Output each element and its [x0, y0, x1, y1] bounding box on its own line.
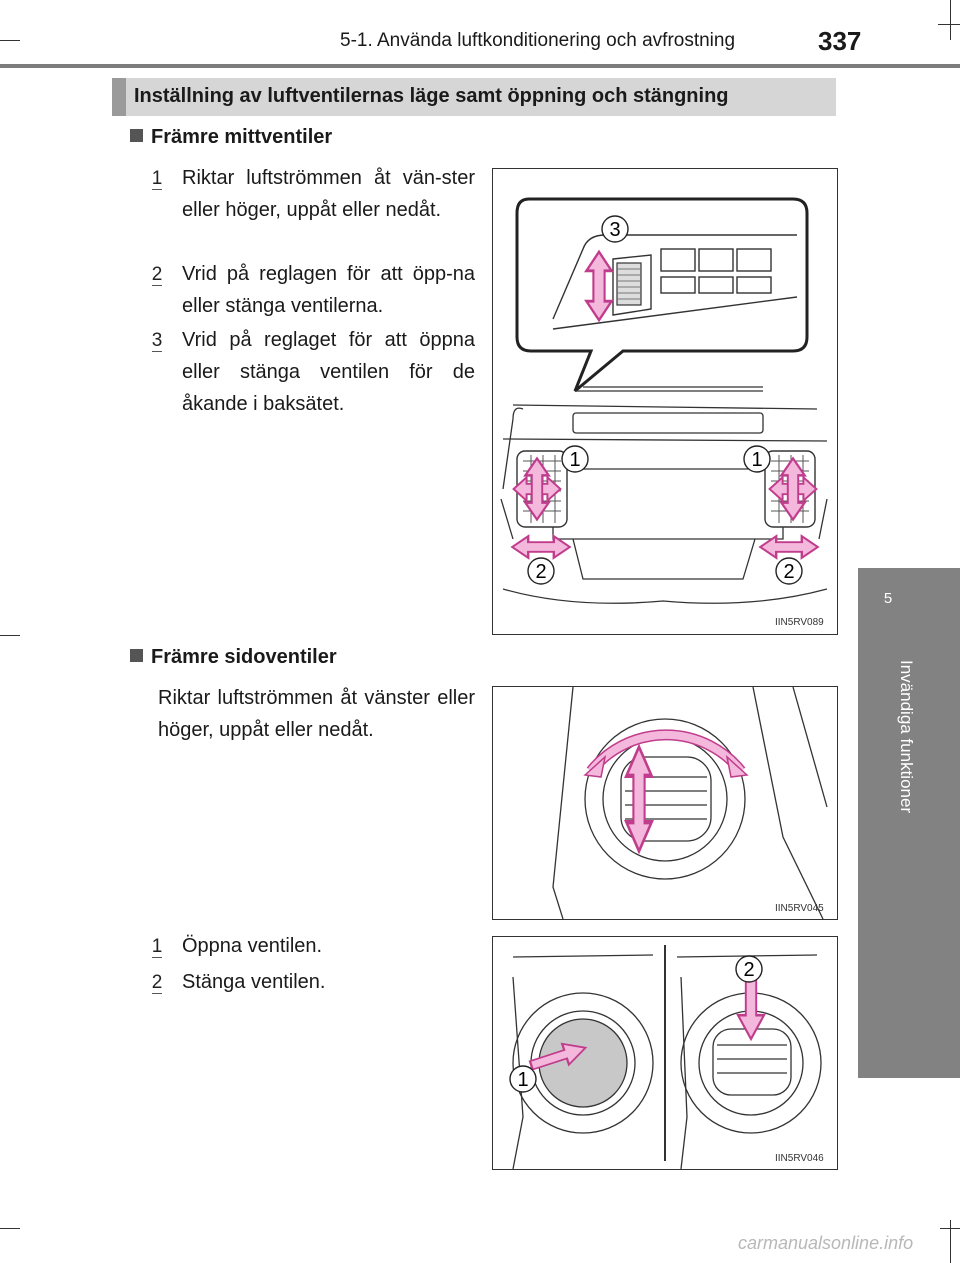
footer-watermark: carmanualsonline.info — [738, 1233, 914, 1253]
chapter-side-tab: 5 Invändiga funktioner — [858, 568, 960, 1078]
subheading-text: Främre mittventiler — [151, 126, 333, 148]
chapter-number: 5 — [883, 590, 893, 607]
item-text: Riktar luftströmmen åt vän-ster eller hö… — [182, 167, 475, 221]
dashboard-illustration: 3 — [500, 197, 828, 604]
header-rule — [0, 64, 960, 68]
chapter-title: Invändiga funktioner — [897, 660, 916, 814]
svg-text:2: 2 — [743, 959, 754, 981]
side-vent-open-close-illustration: 2 1 — [509, 945, 822, 1169]
figure-code: IIN5RV046 — [775, 1153, 824, 1164]
svg-text:1: 1 — [751, 449, 762, 471]
item-text: Stänga ventilen. — [182, 971, 326, 993]
square-bullet-icon — [130, 129, 143, 142]
item-text: Vrid på reglaget för att öppna eller stä… — [182, 329, 475, 415]
figure-code: IIN5RV089 — [775, 617, 824, 628]
subheading-front-side-vents: Främre sidoventiler — [130, 646, 337, 669]
square-bullet-icon — [130, 649, 143, 662]
svg-text:1: 1 — [517, 1069, 528, 1091]
svg-text:2: 2 — [535, 561, 546, 583]
subheading-text: Främre sidoventiler — [151, 646, 337, 668]
crop-mark — [0, 635, 20, 636]
item-number: 1 — [151, 936, 163, 958]
page-number: 337 — [818, 26, 862, 56]
section-title: Inställning av luftventilernas läge samt… — [134, 85, 729, 107]
item-text: Vrid på reglagen för att öpp-na eller st… — [182, 263, 475, 317]
item-number: 1 — [151, 168, 163, 190]
figure-side-vent-open-close: 2 1 IIN5RV046 — [492, 936, 838, 1170]
svg-text:1: 1 — [569, 449, 580, 471]
header-section-title: 5-1. Använda luftkonditionering och avfr… — [340, 30, 736, 51]
section-title-bar: Inställning av luftventilernas läge samt… — [112, 78, 836, 116]
item-number: 2 — [151, 972, 163, 994]
svg-text:3: 3 — [609, 219, 620, 241]
svg-text:2: 2 — [783, 561, 794, 583]
item-number: 2 — [151, 264, 163, 286]
side-vent-illustration — [552, 687, 828, 919]
subheading-front-center-vents: Främre mittventiler — [130, 126, 332, 149]
crop-mark — [950, 1220, 951, 1263]
figure-front-center-vents: 3 — [492, 168, 838, 635]
crop-mark — [0, 40, 20, 41]
side-vents-description: Riktar luftströmmen åt vänster eller hög… — [158, 687, 475, 741]
item-number: 3 — [151, 330, 163, 352]
crop-mark — [0, 1228, 20, 1229]
figure-side-vent-adjust: IIN5RV045 — [492, 686, 838, 920]
crop-mark — [938, 24, 960, 25]
crop-mark — [950, 0, 951, 40]
section-bar-accent — [112, 78, 126, 116]
item-text: Öppna ventilen. — [182, 935, 323, 957]
figure-code: IIN5RV045 — [775, 903, 824, 914]
